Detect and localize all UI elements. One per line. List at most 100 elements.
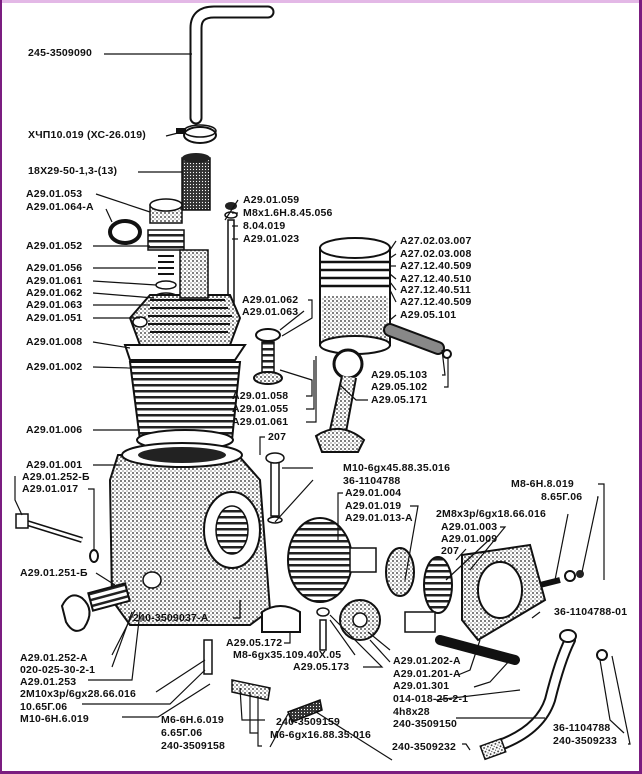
part-label: А29.01.052 (26, 240, 83, 252)
rear-cover (423, 543, 547, 642)
part-label: М6-6Н.6.019 (161, 714, 224, 726)
part-label: 36-1104788 (553, 722, 611, 734)
frame-right-edge (639, 0, 642, 774)
part-label: А29.01.301 (393, 680, 450, 692)
part-label: 240-3509150 (393, 718, 458, 730)
part-label: 36-1104788-01 (554, 606, 628, 618)
part-label: А29.01.055 (232, 403, 289, 415)
part-label: М6-6gх16.88.35.016 (270, 729, 372, 741)
part-label: А29.01.019 (345, 500, 402, 512)
piston (319, 237, 391, 355)
part-label: М10-6Н.6.019 (20, 713, 89, 725)
part-label: 020-025-30-2-1 (20, 664, 96, 676)
part-label: А29.01.061 (26, 275, 83, 287)
part-label: А27.02.03.007 (400, 235, 472, 247)
frame-top-edge (0, 0, 642, 3)
part-label: 014-018-25-2-1 (393, 693, 469, 705)
crankcase (108, 442, 272, 626)
part-label: А27.12.40.511 (400, 284, 471, 296)
part-label: А27.12.40.509 (400, 260, 472, 272)
part-label: 2М8х3р/6gх18.66.016 (436, 508, 547, 520)
part-label: А29.01.252-Б (22, 471, 90, 483)
part-label: А29.01.013-А (345, 512, 413, 524)
part-label: А29.01.202-А (393, 655, 461, 667)
part-label: А29.01.004 (345, 487, 402, 499)
drain-tap (60, 582, 131, 632)
part-label: А29.05.172 (226, 637, 283, 649)
drive-gear (339, 599, 381, 641)
frame-bottom-edge (0, 771, 642, 774)
frame-left-edge (0, 0, 2, 774)
part-label: М8-6Н.8.019 (511, 478, 574, 490)
part-label: А29.05.173 (293, 661, 350, 673)
bolt-207 (265, 452, 285, 524)
part-label: А29.01.201-А (393, 668, 461, 680)
part-label: А29.01.062 (26, 287, 83, 299)
filter-element (181, 153, 211, 211)
part-label: А29.01.008 (26, 336, 83, 348)
leader-lines (14, 53, 631, 761)
part-label: А27.12.40.510 (400, 273, 472, 285)
part-label: А29.01.056 (26, 262, 83, 274)
part-label: А29.01.009 (441, 533, 498, 545)
hose-clamp (176, 124, 217, 144)
ball-bearing (385, 547, 415, 597)
part-label: А29.01.053 (26, 188, 83, 200)
crankshaft-gear (287, 517, 377, 603)
pipe-245-3509090 (189, 5, 275, 125)
part-label: А29.01.023 (243, 233, 300, 245)
part-label: А29.01.051 (26, 312, 83, 324)
part-label: А29.01.253 (20, 676, 77, 688)
part-label: 207 (441, 545, 460, 557)
mounting-brackets (203, 605, 330, 723)
part-label: 36-1104788 (343, 475, 401, 487)
connecting-rod (314, 348, 366, 453)
part-label: А29.01.251-Б (20, 567, 88, 579)
cylinder-block (128, 361, 242, 451)
part-label: А29.01.006 (26, 424, 83, 436)
part-label: А29.01.061 (232, 416, 289, 428)
part-label: 6.65Г.06 (161, 727, 203, 739)
part-label: А29.01.058 (232, 390, 289, 402)
part-label: М10-6gх45.88.35.016 (343, 462, 451, 474)
part-label: 240-3509233 (553, 735, 618, 747)
part-label: А29.01.017 (22, 483, 79, 495)
part-label: М8х1.6Н.8.45.056 (243, 207, 333, 219)
unloader-valve-stack (147, 198, 185, 304)
drain-pipe (479, 629, 608, 761)
part-label: 10.65Г.06 (20, 701, 68, 713)
part-label: А29.05.102 (371, 381, 428, 393)
part-label: 4h8х28 (393, 706, 430, 718)
part-label: 8.04.019 (243, 220, 286, 232)
part-label: 18Х29-50-1,3-(13) (28, 165, 118, 177)
part-label: А29.01.059 (243, 194, 300, 206)
part-label: А29.01.064-А (26, 201, 94, 213)
part-label: А27.02.03.008 (400, 248, 472, 260)
drain-bolt (15, 513, 99, 563)
part-label: 240-3509037-А (133, 612, 209, 624)
sealing-ring (108, 219, 142, 245)
cover-bolts (539, 570, 584, 588)
delivery-valve-parts (253, 328, 283, 385)
part-label: М8-6gх35.109.40Х.05 (233, 649, 342, 661)
part-label: А29.01.003 (441, 521, 498, 533)
part-label: 245-3509090 (28, 47, 93, 59)
part-label: А27.12.40.509 (400, 296, 472, 308)
part-label: 240-3509159 (276, 716, 341, 728)
part-label: 240-3509232 (392, 741, 457, 753)
part-label: А29.01.002 (26, 361, 83, 373)
pin-circlip (442, 349, 452, 359)
part-label: А29.01.063 (26, 299, 83, 311)
part-label: А29.01.063 (242, 306, 299, 318)
part-label: А29.05.101 (400, 309, 457, 321)
part-label: А29.05.171 (371, 394, 428, 406)
part-label: 240-3509158 (161, 740, 226, 752)
part-label: 8.65Г.06 (541, 491, 583, 503)
part-label: 2М10х3р/6gх28.66.016 (20, 688, 137, 700)
part-label: ХЧП10.019 (ХС-26.019) (28, 129, 146, 141)
part-label: 207 (268, 431, 287, 443)
part-label: А29.01.062 (242, 294, 299, 306)
head-gasket (123, 344, 247, 361)
part-label: А29.05.103 (371, 369, 428, 381)
